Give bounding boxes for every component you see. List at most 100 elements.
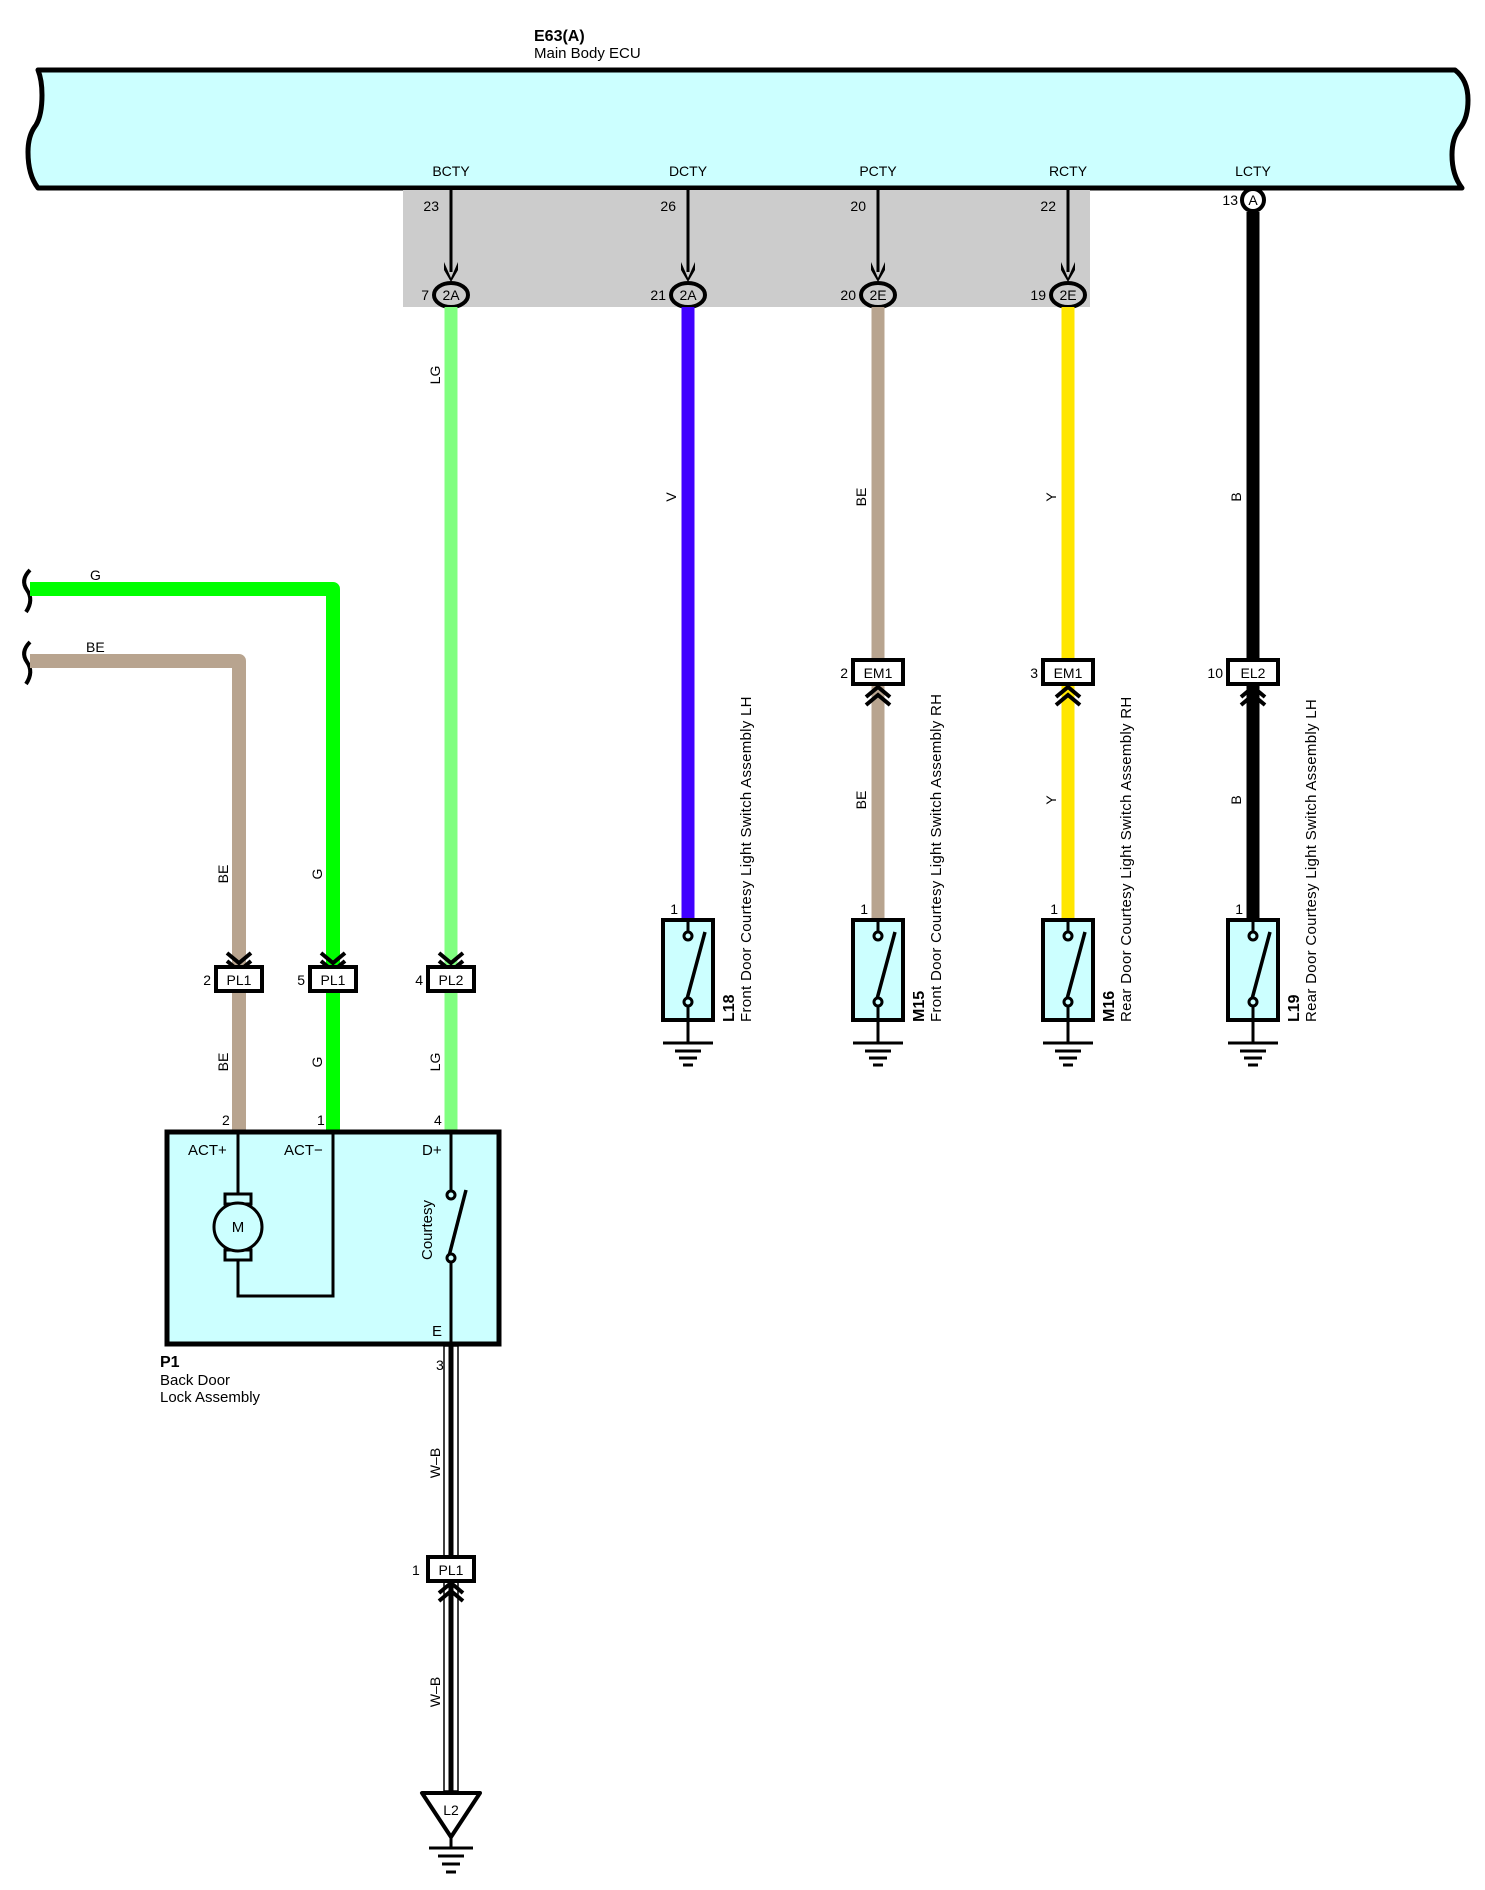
motor-label: M [232,1219,245,1236]
wire-g [30,582,340,1132]
connector-em1: EM1 2BE [840,658,905,810]
ground-icon [1043,1041,1093,1067]
wire-label-g-lower: G [309,1057,325,1068]
connector-box [214,965,264,993]
connector-id: PL1 [321,972,346,988]
connector-arrow-icon [1054,684,1082,707]
connector-arrow-icon [864,684,892,707]
pin-act-plus: 2 [222,1112,230,1128]
wire-label-lg-upper: LG [427,366,443,385]
connector-box [426,965,476,993]
ecu-terminal-bcty: BCTY 23 2A 7 [421,163,470,309]
connector-pin: 3 [1030,665,1038,681]
ecu-pin: 23 [423,198,439,214]
terminal-act-minus: ACT− [284,1142,323,1159]
connector-id: EM1 [864,665,893,681]
switch-contact [872,996,884,1008]
offpage-wires: G BE [22,567,340,1132]
connector-pin: 2 [840,665,848,681]
p1-name-line2: Lock Assembly [160,1389,261,1406]
ecu-terminal-pcty: PCTY 20 2E 20 [840,163,897,309]
back-door-lock-assembly: M Courtesy ACT+ ACT− D+ E 2 1 4 3 P1 Bac… [160,1112,502,1406]
switch-name: Front Door Courtesy Light Switch Assembl… [738,696,755,1022]
switch-contact [1247,930,1259,942]
pin-d-plus: 4 [434,1112,442,1128]
switch-contact [1062,930,1074,942]
junction-pin: 21 [650,287,666,303]
switch-contact [872,930,884,942]
offpage-break-icon [22,568,33,614]
junction-pin: 20 [840,287,856,303]
ground-path: W–B W–B PL1 1 L2 [412,1345,482,1874]
motor-icon: M [212,1192,264,1262]
connector-pl1-ground: PL1 1 [412,1555,476,1603]
junction-pin: 7 [421,287,429,303]
ground-icon [853,1041,903,1067]
wire-label-lg-lower: LG [427,1053,443,1072]
ecu-pin: 22 [1040,198,1056,214]
pin-act-minus: 1 [317,1112,325,1128]
ground-point-l2: L2 [420,1791,482,1874]
switch-code: M16 [1101,991,1118,1022]
terminal-name: RCTY [1049,163,1088,179]
junction-id: 2E [869,287,886,303]
arrow-down-icon [1061,262,1075,282]
switch-pin: 1 [1050,901,1058,917]
switch-contact [682,996,694,1008]
ecu-connector-id: A [1248,192,1258,208]
ecu-pin: 20 [850,198,866,214]
connector-pin: 4 [415,972,423,988]
ground-point-label: L2 [443,1802,459,1818]
wire-label-w-b-lower: W–B [427,1677,443,1707]
connector-id: EM1 [1054,665,1083,681]
ecu-block: E63(A) Main Body ECU [25,28,1471,191]
courtesy-switch-icon [445,1132,468,1344]
wire-label-g-upper: G [309,869,325,880]
ecu-name: Main Body ECU [534,45,641,62]
switch-blade [875,931,897,1000]
connector-pin: 5 [297,972,305,988]
ground-icon [663,1041,713,1067]
connector-arrow-icon [437,1580,465,1603]
switch-name: Rear Door Courtesy Light Switch Assembly… [1303,699,1320,1022]
ground-icon [429,1837,473,1874]
junction-id: 2A [442,287,460,303]
connector-id: EL2 [1241,665,1266,681]
wire-label-g: G [90,567,101,583]
wire-label: V [663,492,679,502]
switch-contact [1062,996,1074,1008]
switch-blade [685,931,707,1000]
wire-label: B [1228,795,1244,804]
terminal-act-plus: ACT+ [188,1142,227,1159]
terminal-name: PCTY [859,163,897,179]
wire-label: BE [853,791,869,810]
wire-label: B [1228,492,1244,501]
arrow-down-icon [444,262,458,282]
wire-label: BE [853,488,869,507]
switch-pin: 1 [670,901,678,917]
arrow-down-icon [681,262,695,282]
terminal-name: DCTY [669,163,708,179]
switch-contact [682,930,694,942]
connector-id: PL1 [439,1562,464,1578]
switch-name: Front Door Courtesy Light Switch Assembl… [928,694,945,1022]
switch-blade [1065,931,1087,1000]
switch-code: M15 [911,991,928,1022]
connector-id: PL1 [227,972,252,988]
junction-id: 2E [1059,287,1076,303]
terminal-name: BCTY [432,163,470,179]
ecu-connector [1240,187,1266,213]
wire-be [30,654,246,1132]
p1-code: P1 [160,1354,180,1371]
connector-box [308,965,358,993]
offpage-break-icon [22,640,33,686]
junction-block-area [403,190,1090,307]
junction-id: 2A [679,287,697,303]
